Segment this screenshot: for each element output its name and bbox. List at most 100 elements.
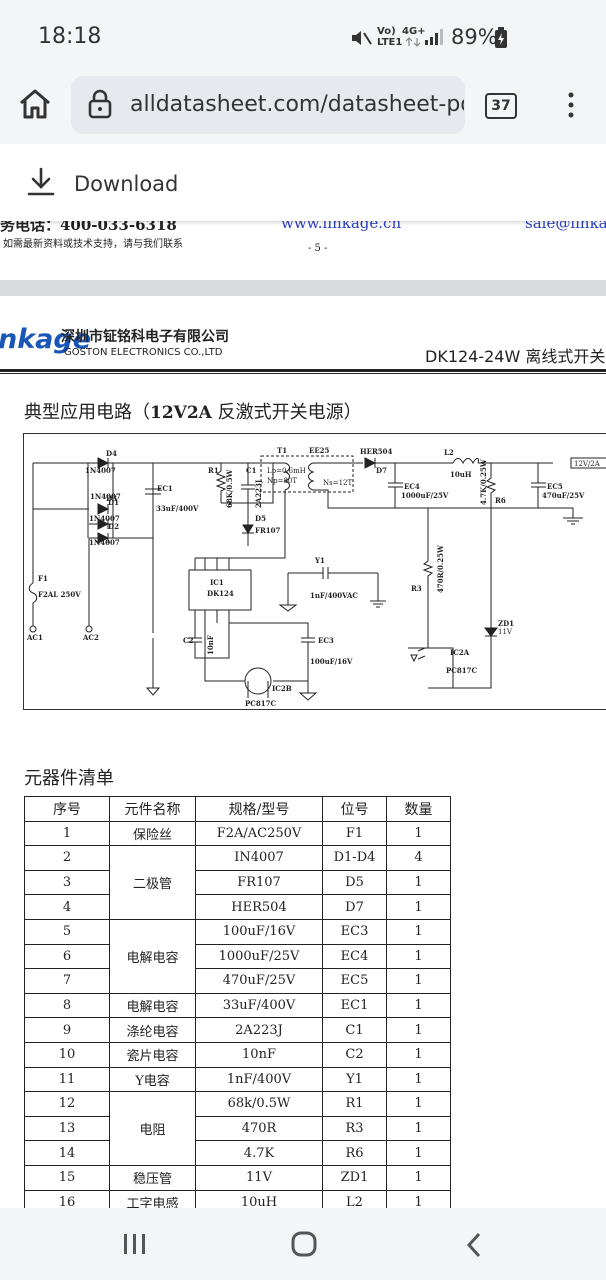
label-1n4007-a: 1N4007 [85,466,116,475]
circuit-schematic: D4 1N4007 D3 1N4007 D1 1N4007 D2 1N4007 … [23,433,606,710]
label-f1-val: F2AL 250V [38,590,81,599]
label-ec5: EC5 [547,482,563,491]
url-text[interactable]: alldatasheet.com/datasheet-pdf [130,92,464,117]
label-dk124: DK124 [207,589,234,598]
label-ic2a: IC2A [450,648,470,657]
label-ec1-val: 33uF/400V [156,504,199,513]
label-r6-val: 4.7K/0.25W [479,459,488,505]
label-d3: D3 [106,494,117,503]
company-name-cn: 深圳市钲铭科电子有限公司 [61,329,229,345]
label-lp: Lp=0.6mH [267,467,306,475]
header-rule-thin [0,373,606,374]
download-label[interactable]: Download [74,172,179,196]
label-ec4-val: 1000uF/25V [401,491,449,500]
network-label: Vo) LTE1 [377,26,403,48]
page-number: - 5 - [308,243,328,254]
label-d4: D4 [106,449,117,458]
bom-section-title: 元器件清单 [24,768,114,789]
label-r3: R3 [411,584,422,593]
label-l2-val: 10uH [450,470,472,479]
doc-title: DK124-24W 离线式开关 [425,347,606,366]
label-c1-val: 2A223J [254,479,263,508]
previous-page-footer: 务电话：400-033-6318 www.linkage.cn sale@lin… [0,214,606,280]
table-header-row: 序号 元件名称 规格/型号 位号 数量 [24,796,451,822]
label-ec4: EC4 [404,482,420,491]
status-time: 18:18 [38,24,102,49]
label-ee25: EE25 [309,446,330,455]
label-ac2: AC2 [82,633,99,642]
mute-icon [352,31,372,45]
battery-icon [495,27,507,48]
label-her504: HER504 [360,447,393,456]
data-arrows-icon [405,37,421,47]
label-zd1: ZD1 [498,619,514,628]
label-ac1: AC1 [26,633,43,642]
label-ec1: EC1 [157,484,173,493]
home-icon[interactable] [18,88,52,120]
status-bar: 18:18 [0,0,606,74]
label-1n4007-c: 1N4007 [89,514,120,523]
lock-icon[interactable] [87,88,113,120]
label-r1: R1 [208,466,219,475]
label-zd1-val: 11V [498,628,513,636]
col-spec: 规格/型号 [195,796,323,822]
navigation-bar [0,1208,606,1280]
download-icon[interactable] [26,166,56,198]
label-out: 12V/2A [574,460,601,468]
label-t1: T1 [277,446,287,455]
circuit-section-title: 典型应用电路（12V2A 反激式开关电源） [24,402,362,423]
more-options-icon[interactable] [563,90,579,120]
brand-logo: nkage [0,324,92,355]
tab-switcher-button[interactable]: 37 [485,93,517,119]
label-pc817c-b: PC817C [245,699,276,708]
label-ec5-val: 470uF/25V [542,491,585,500]
home-nav-icon[interactable] [290,1230,318,1258]
label-r3-val: 470R/0.25W [436,545,445,593]
label-ns: Ns=12T [323,479,352,487]
label-d1: D1 [108,498,119,507]
label-1n4007-d: 1N4007 [89,538,120,547]
col-name: 元件名称 [109,796,196,822]
label-1n4007-b: 1N4007 [90,492,121,501]
page-gap [0,280,606,296]
label-d7: D7 [376,466,387,475]
label-l2: L2 [444,448,454,457]
label-y1-val: 1nF/400VAC [310,591,358,600]
address-bar[interactable] [71,76,465,134]
recent-apps-icon[interactable] [122,1232,148,1256]
col-no: 序号 [24,796,110,822]
company-name-en: GOSTON ELECTRONICS CO.,LTD [64,347,223,358]
label-ec3-val: 100uF/16V [310,657,353,666]
label-c2-val: 10nF [206,635,215,655]
label-r6: R6 [495,496,506,505]
download-bar[interactable] [0,146,606,221]
label-c2: C2 [183,636,194,645]
label-r1-val: 68K/0.5W [225,469,234,508]
label-d2: D2 [108,522,119,531]
label-fr107: FR107 [255,526,281,535]
col-qty: 数量 [386,796,451,822]
label-ec3: EC3 [318,636,334,645]
label-ic1: IC1 [210,578,224,587]
label-d5: D5 [255,514,266,523]
label-f1: F1 [38,574,48,583]
col-ref: 位号 [322,796,387,822]
footer-note: 如需最新资料或技术支持，请与我们联系 [3,239,183,250]
signal-icon [425,29,443,45]
back-icon[interactable] [464,1231,484,1259]
